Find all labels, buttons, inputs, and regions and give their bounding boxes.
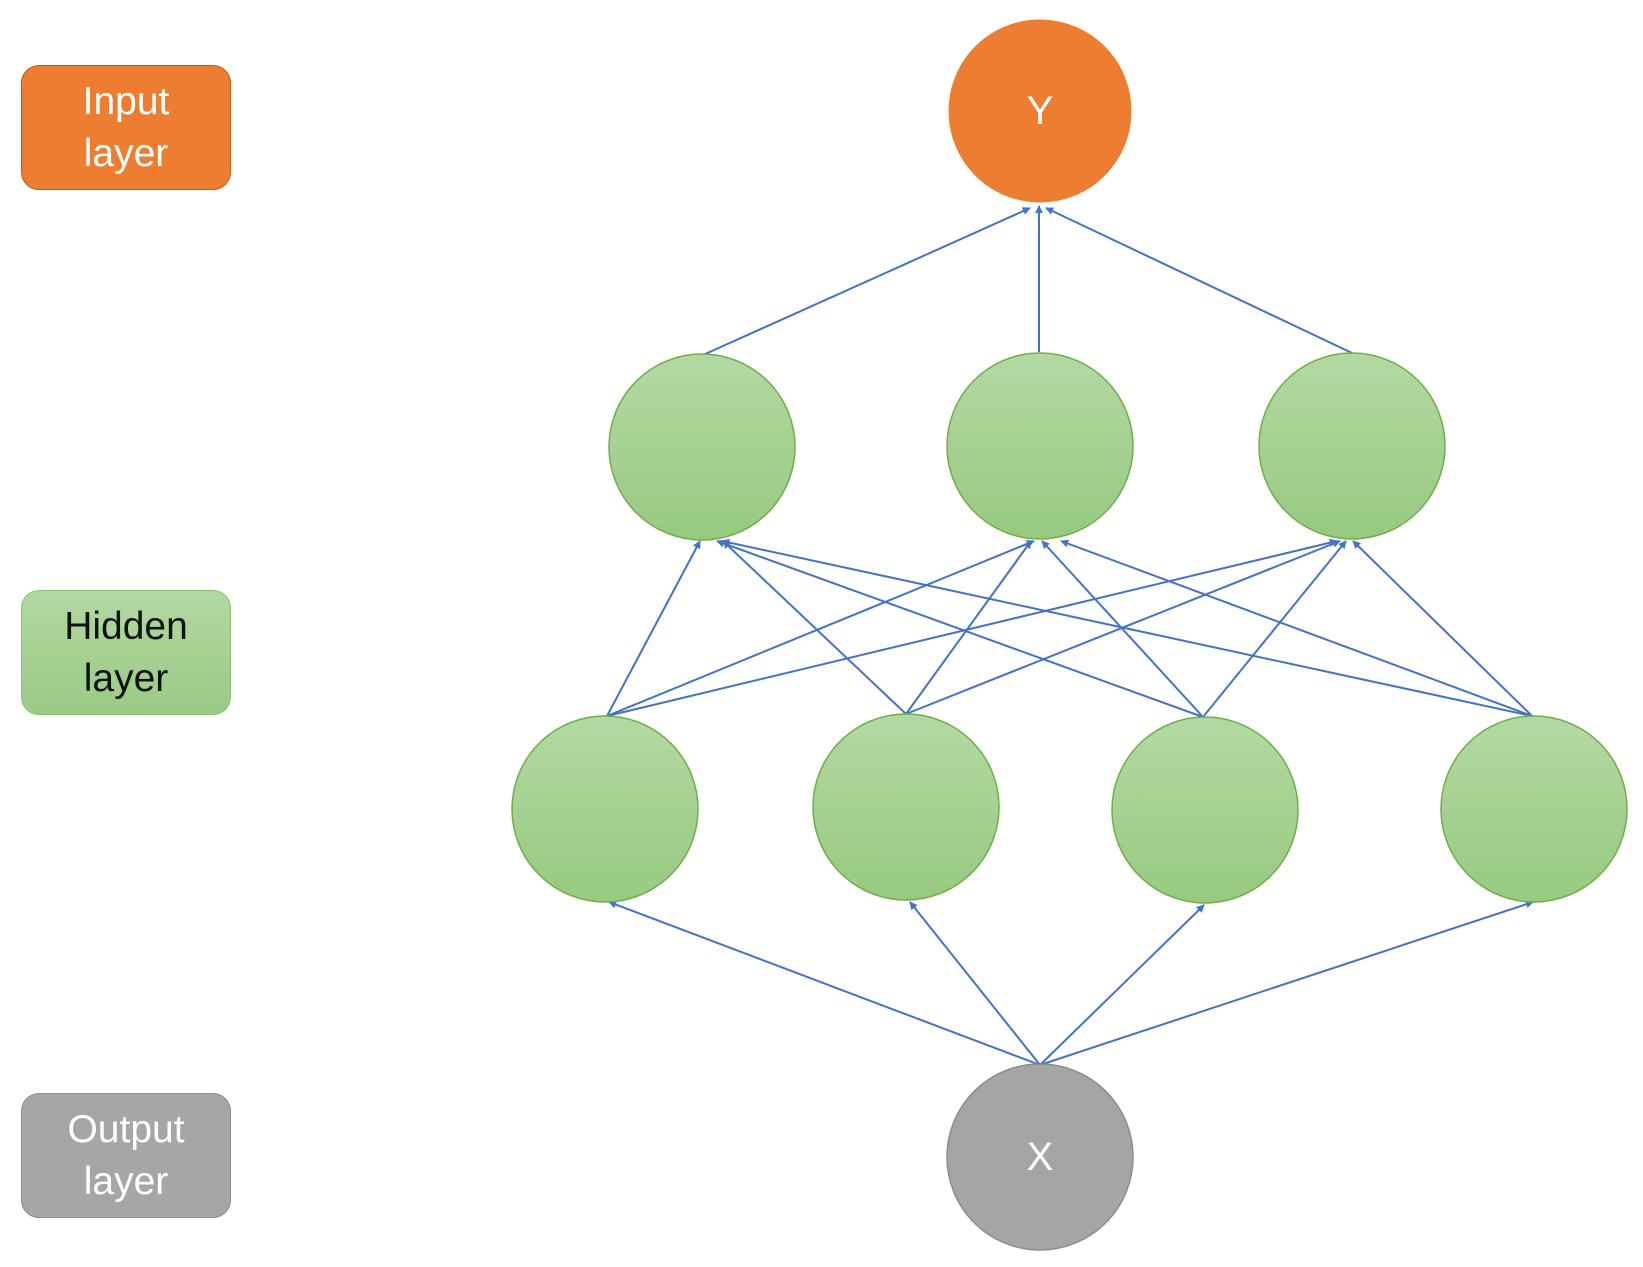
hidden-node-l2-4 [1440, 715, 1628, 903]
edge-x-to-h2-3 [1039, 904, 1205, 1066]
edge-h1-3-to-y [1045, 207, 1353, 354]
legend-input-layer-label: Input layer [82, 79, 170, 175]
edge-h2-3-to-h1-2 [1041, 540, 1204, 718]
edge-x-to-h2-1 [608, 900, 1041, 1066]
node-y-label: Y [1027, 89, 1054, 133]
edge-h2-1-to-h1-1 [606, 540, 701, 717]
hidden-node-l1-1 [608, 353, 796, 541]
legend-input-layer: Input layer [21, 65, 231, 190]
edge-h2-2-to-h1-1 [722, 540, 907, 715]
node-x-label: X [1027, 1135, 1054, 1179]
node-x [946, 1063, 1134, 1251]
node-y [948, 19, 1132, 203]
edges [606, 205, 1534, 1066]
legend-output-layer-label: Output layer [67, 1107, 185, 1203]
edge-h2-1-to-h1-3 [606, 538, 1338, 717]
edge-h2-4-to-h1-3 [1352, 540, 1533, 717]
edge-h2-4-to-h1-2 [1060, 539, 1533, 717]
legend-output-layer: Output layer [21, 1093, 231, 1218]
hidden-node-l2-2 [812, 713, 1000, 901]
edge-h2-3-to-h1-3 [1202, 540, 1347, 718]
edge-h2-1-to-h1-2 [606, 540, 1035, 717]
edge-h2-2-to-h1-2 [905, 540, 1032, 715]
edge-x-to-h2-4 [1039, 900, 1534, 1066]
hidden-node-l2-1 [511, 715, 699, 903]
hidden-node-l2-3 [1111, 716, 1299, 904]
nodes: Y X [511, 19, 1628, 1251]
hidden-node-l1-2 [946, 352, 1134, 540]
edge-h2-3-to-h1-1 [716, 539, 1204, 718]
edge-h2-4-to-h1-1 [721, 538, 1533, 717]
legend-hidden-layer: Hidden layer [21, 590, 231, 715]
edge-x-to-h2-2 [909, 901, 1041, 1066]
legend-hidden-layer-label: Hidden layer [64, 604, 188, 700]
edge-h1-1-to-y [702, 207, 1031, 356]
hidden-node-l1-3 [1258, 352, 1446, 540]
